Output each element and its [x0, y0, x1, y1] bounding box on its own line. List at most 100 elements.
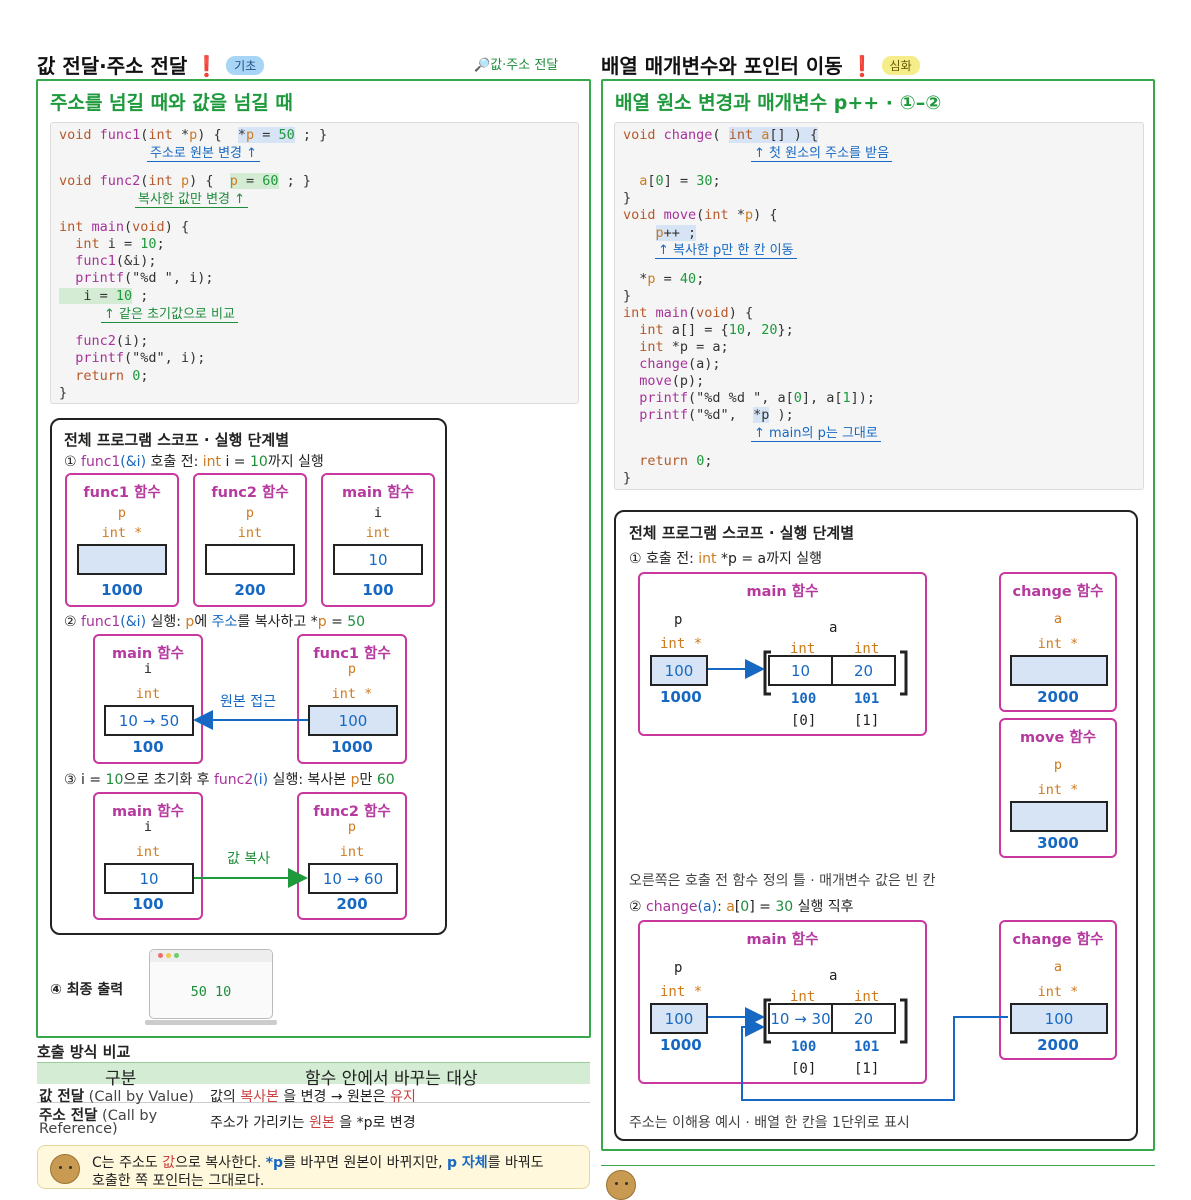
code-line: } — [623, 190, 632, 206]
exclamation-icon: ❗ — [849, 54, 875, 78]
step-4-caption: ④ 최종 출력 — [50, 982, 124, 998]
value-cell: 10 — [104, 863, 194, 894]
code-line: return 0; — [639, 453, 713, 469]
arrow-label: 값 복사 — [227, 851, 271, 867]
step-2-caption: ② func1(&i) 실행: p에 주소를 복사하고 *p = 50 — [64, 614, 366, 630]
code-line: func1(&i); — [75, 253, 157, 269]
code-line: } — [59, 385, 68, 401]
code-line: } — [623, 288, 632, 304]
code-line: void func1(int *p) { *p = 50 ; } — [59, 127, 328, 143]
window-titlebar — [150, 950, 272, 962]
array-cell-1: 20 — [831, 655, 896, 686]
array-cell-0: 10 — [768, 655, 833, 686]
compare-header: 구분 함수 안에서 바꾸는 대상 — [37, 1062, 590, 1089]
func2-frame: func2 함수 p int 10 → 60 200 — [297, 792, 407, 920]
func1-frame: func1 함수 p int * 1000 — [65, 473, 179, 607]
annotation: ↑ 복사한 p만 한 칸 이동 — [655, 239, 797, 259]
annotation: 주소로 원본 변경 ↑ — [147, 142, 261, 162]
annotation: ↑ main의 p는 그대로 — [751, 422, 881, 442]
scope-title: 전체 프로그램 스코프 · 실행 단계별 — [64, 431, 290, 449]
code-line: printf("%d ", i); — [75, 270, 214, 286]
code-line: printf("%d %d ", a[0], a[1]); — [639, 390, 876, 406]
left-panel-title: 주소를 넘길 때와 값을 넘길 때 — [50, 92, 293, 114]
main-frame: main 함수 i int 10 100 — [321, 473, 435, 607]
right-scope-box: 전체 프로그램 스코프 · 실행 단계별 ① 호출 전: int *p = a까… — [614, 510, 1138, 1141]
value-cell: 100 — [308, 705, 398, 736]
topic-tag: 🔎값·주소 전달 — [474, 58, 559, 73]
potato-mascot-icon — [50, 1154, 80, 1184]
change-frame: change 함수 a int * 2000 — [999, 572, 1117, 712]
value-cell: 100 — [1010, 1003, 1108, 1034]
arrow-label: 원본 접근 — [220, 694, 276, 710]
right-panel-title: 배열 원소 변경과 매개변수 p++ · ①–② — [615, 92, 942, 114]
code-line: change(a); — [639, 356, 721, 372]
annotation: ↑ 첫 원소의 주소를 받음 — [751, 142, 893, 162]
step-2-caption: ② change(a): a[0] = 30 실행 직후 — [629, 899, 854, 915]
close-dot-icon — [158, 953, 163, 958]
right-code-block: void change( int a[] ) { ↑ 첫 원소의 주소를 받음 … — [614, 122, 1144, 490]
left-panel: 주소를 넘길 때와 값을 넘길 때 void func1(int *p) { *… — [36, 79, 591, 1038]
laptop-base — [145, 1020, 277, 1025]
output-window: 50 10 — [149, 949, 273, 1019]
annotation: ↑ 같은 초기값으로 비교 — [101, 303, 238, 323]
main-frame: main 함수 p int * 100 1000 a int int 10 20… — [638, 572, 927, 736]
scope-arrows — [708, 650, 1008, 1101]
level-badge: 심화 — [881, 56, 920, 75]
minimize-dot-icon — [166, 953, 171, 958]
code-line: printf("%d", *p ); — [639, 407, 794, 423]
annotation: 복사한 값만 변경 ↑ — [135, 188, 249, 208]
code-line: int a[] = {10, 20}; — [639, 322, 794, 338]
code-line: int i = 10; — [75, 236, 165, 252]
code-line: a[0] = 30; — [639, 173, 721, 189]
magnifier-icon: 🔎 — [474, 58, 491, 73]
scope-title: 전체 프로그램 스코프 · 실행 단계별 — [629, 524, 855, 542]
code-line: move(p); — [639, 373, 705, 389]
func2-frame: func2 함수 p int 200 — [193, 473, 307, 607]
code-line: printf("%d", i); — [75, 350, 206, 366]
program-output: 50 10 — [190, 984, 232, 1000]
value-cell: 10 — [333, 544, 423, 575]
change-frame: change 함수 a int * 100 2000 — [999, 920, 1117, 1060]
step-3-caption: ③ i = 10으로 초기화 후 func2(i) 실행: 복사본 p만 60 — [64, 772, 395, 788]
code-line: void move(int *p) { — [623, 207, 778, 223]
main-frame: main 함수 i int 10 → 50 100 — [93, 634, 203, 764]
code-line: int *p = a; — [639, 339, 729, 355]
func1-frame: func1 함수 p int * 100 1000 — [297, 634, 407, 764]
main-frame: main 함수 i int 10 100 — [93, 792, 203, 920]
note: 오른쪽은 호출 전 함수 정의 틀 · 매개변수 값은 빈 칸 — [629, 873, 936, 889]
code-line: p++ ; — [655, 225, 697, 241]
code-line: } — [623, 470, 632, 486]
left-scope-box: 전체 프로그램 스코프 · 실행 단계별 ① func1(&i) 호출 전: i… — [50, 418, 447, 935]
step-1-caption: ① 호출 전: int *p = a까지 실행 — [629, 551, 823, 567]
left-section-title: 값 전달·주소 전달 ❗ 기초 — [37, 50, 265, 79]
code-line: i = 10 ; — [59, 288, 149, 304]
param-arrow — [741, 1016, 1008, 1101]
potato-mascot-icon — [606, 1170, 636, 1200]
tip-box: C는 주소도 값으로 복사한다. *p를 바꾸면 원본이 바뀌지만, p 자체를… — [37, 1145, 590, 1189]
maximize-dot-icon — [174, 953, 179, 958]
main-frame: main 함수 p int * 100 1000 a int int 10 → … — [638, 920, 927, 1084]
array-cell-1: 20 — [831, 1003, 896, 1034]
note: 주소는 이해용 예시 · 배열 한 칸을 1단위로 표시 — [629, 1115, 910, 1131]
right-section-title: 배열 매개변수와 포인터 이동 ❗ 심화 — [601, 50, 920, 79]
pointer-cell: 100 — [650, 655, 708, 686]
compare-title: 호출 방식 비교 — [37, 1043, 131, 1061]
exclamation-icon: ❗ — [194, 54, 220, 78]
pointer-cell: 100 — [650, 1003, 708, 1034]
compare-row: 주소 전달 (Call by Reference) 주소가 가리키는 원본 을 … — [39, 1108, 416, 1137]
code-line: func2(i); — [75, 333, 149, 349]
code-line: int main(void) { — [623, 305, 754, 321]
value-cell — [77, 544, 167, 575]
divider — [601, 1165, 1155, 1166]
code-line: int main(void) { — [59, 219, 190, 235]
value-cell: 10 → 50 — [104, 705, 194, 736]
step-1-caption: ① func1(&i) 호출 전: int i = 10까지 실행 — [64, 454, 324, 470]
move-frame: move 함수 p int * 3000 — [999, 718, 1117, 858]
code-line: *p = 40; — [623, 271, 705, 287]
tip-text: C는 주소도 값으로 복사한다. *p를 바꾸면 원본이 바뀌지만, p 자체를… — [92, 1155, 544, 1171]
tip-text: 호출한 쪽 포인터는 그대로다. — [92, 1173, 265, 1189]
value-cell — [1010, 655, 1108, 686]
code-line: void change( int a[] ) { — [623, 127, 819, 143]
scope-arrows — [193, 710, 308, 888]
compare-row: 값 전달 (Call by Value) 값의 복사본 을 변경 → 원본은 유… — [37, 1084, 590, 1105]
